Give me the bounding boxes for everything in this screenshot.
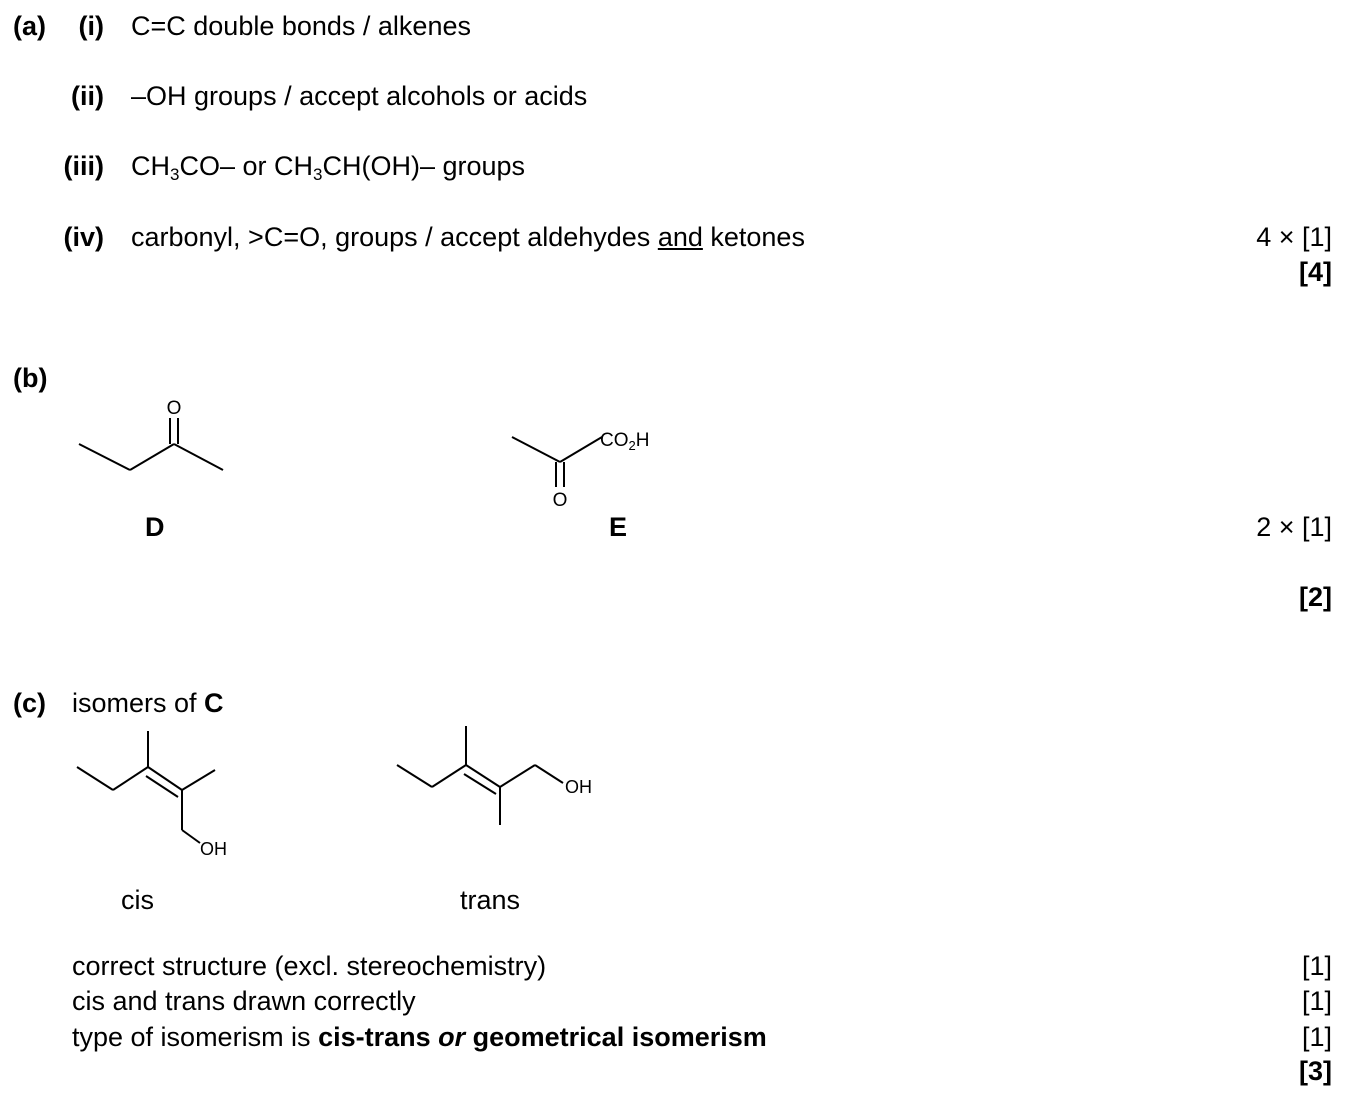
compound-e-structure (511, 436, 603, 487)
part-b-total: [2] (1299, 582, 1332, 612)
item-ii-number: (ii) (71, 81, 104, 111)
part-a-label: (a) (13, 11, 46, 41)
item-ii-text: –OH groups / accept alcohols or acids (131, 81, 588, 111)
cis-isomer-structure (76, 731, 216, 844)
item-iv-text: carbonyl, >C=O, groups / accept aldehyde… (131, 222, 805, 252)
compound-d-label: D (145, 512, 165, 542)
part-a-total: [4] (1299, 257, 1332, 287)
criterion-cis-trans: cis and trans drawn correctly (72, 986, 416, 1016)
compound-e-label: E (609, 512, 628, 542)
trans-hydroxyl-group: OH (565, 777, 592, 797)
part-a-mark: 4 × [1] (1256, 222, 1332, 252)
cis-label: cis (121, 885, 154, 915)
compound-e-oxygen: O (553, 490, 568, 511)
part-c-label: (c) (13, 688, 46, 718)
item-iii-text: CH3CO– or CH3CH(OH)– groups (131, 151, 526, 184)
item-iv-number: (iv) (63, 222, 105, 252)
compound-d-structure (78, 418, 224, 471)
part-c-heading: isomers of C (72, 688, 224, 718)
trans-isomer-structure (396, 726, 564, 825)
part-b-label: (b) (13, 363, 48, 393)
cis-hydroxyl-group: OH (200, 839, 227, 859)
part-c-total: [3] (1299, 1056, 1332, 1086)
criterion-cis-trans-mark: [1] (1301, 986, 1332, 1016)
compound-e-acid-group: CO2H (600, 430, 649, 453)
part-b-mark: 2 × [1] (1256, 512, 1332, 542)
item-i-text: C=C double bonds / alkenes (131, 11, 471, 41)
criterion-isomerism-type-mark: [1] (1301, 1022, 1332, 1052)
criterion-isomerism-type: type of isomerism is cis-trans or geomet… (72, 1022, 767, 1052)
trans-label: trans (460, 885, 521, 915)
item-i-number: (i) (78, 11, 104, 41)
criterion-structure-mark: [1] (1301, 951, 1332, 981)
criterion-structure: correct structure (excl. stereochemistry… (72, 951, 547, 981)
item-iii-number: (iii) (63, 151, 105, 181)
compound-d-oxygen: O (167, 398, 182, 419)
